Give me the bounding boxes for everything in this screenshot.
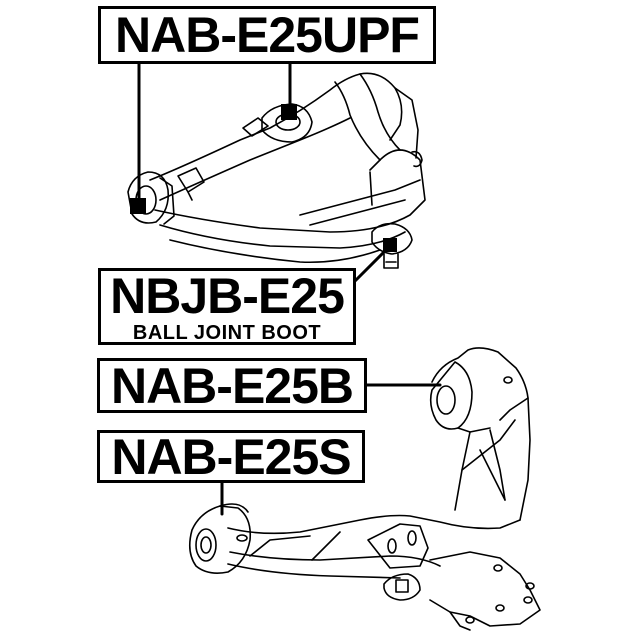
upper-control-arm-drawing (127, 72, 426, 269)
part-description: BALL JOINT BOOT (132, 321, 322, 344)
part-number: NAB-E25UPF (115, 7, 420, 63)
label-nbjb-e25: NBJB-E25 BALL JOINT BOOT (98, 268, 356, 345)
callout-leaders (137, 60, 442, 516)
marker-balljoint (383, 238, 397, 252)
label-nab-e25s: NAB-E25S (97, 430, 365, 483)
callout-markers (130, 104, 397, 252)
leader-balljoint (352, 246, 390, 284)
marker-upf-front (130, 198, 146, 214)
part-number: NBJB-E25 (110, 267, 345, 324)
label-nab-e25upf: NAB-E25UPF (98, 6, 436, 64)
part-number: NAB-E25S (111, 428, 351, 485)
lower-control-arm-drawing (188, 347, 541, 631)
part-number: NAB-E25B (110, 357, 354, 414)
marker-upf-rear (281, 104, 297, 120)
label-nab-e25b: NAB-E25B (97, 358, 367, 413)
